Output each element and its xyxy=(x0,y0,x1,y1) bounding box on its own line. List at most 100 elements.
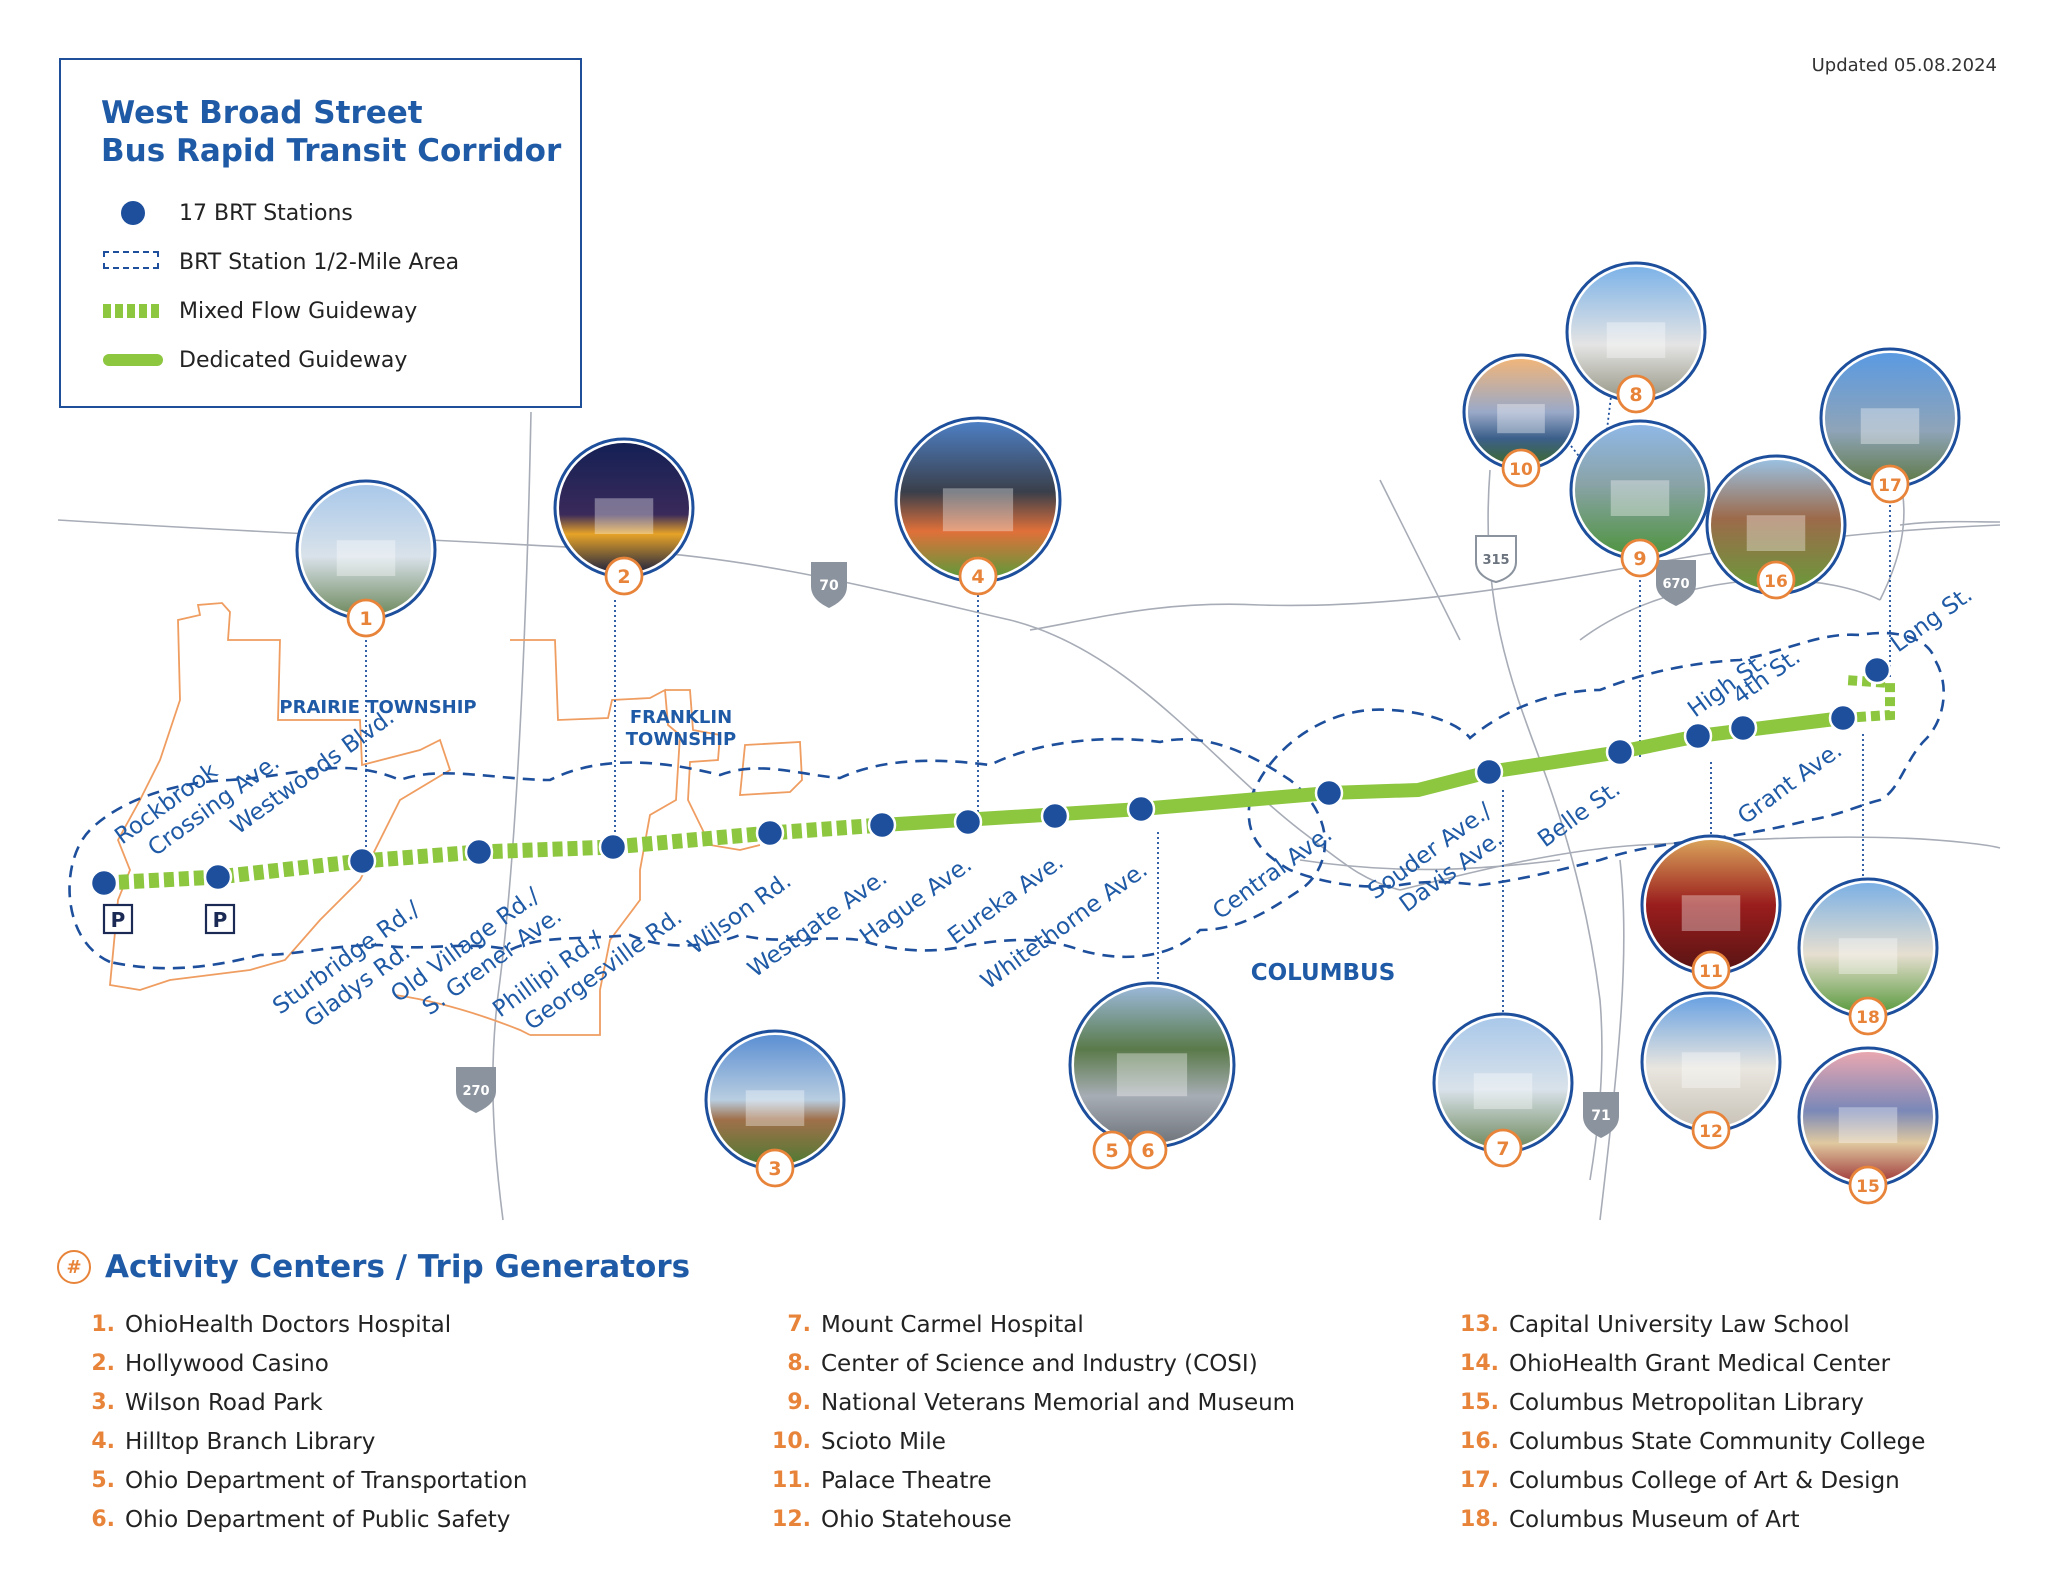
township-boundary xyxy=(109,602,452,991)
activity-number-badge xyxy=(1616,374,1656,414)
activity-center-item: 14.OhioHealth Grant Medical Center xyxy=(1443,1344,1925,1383)
brt-station-dot[interactable] xyxy=(867,810,897,840)
activity-center-badge: # xyxy=(57,1250,91,1284)
photo-fill xyxy=(900,422,1056,578)
library-photo-marker[interactable]: 4 xyxy=(894,416,1062,596)
brt-station-dot[interactable] xyxy=(755,818,785,848)
activity-center-number: 3. xyxy=(91,1390,115,1415)
photo-fill xyxy=(1803,1052,1933,1182)
library-photo-marker[interactable]: 15 xyxy=(1797,1046,1939,1205)
map-legend: West Broad Street Bus Rapid Transit Corr… xyxy=(59,58,582,408)
activity-number-badge xyxy=(346,598,386,638)
activity-number-label: 5 xyxy=(1105,1140,1118,1162)
activity-number-badge xyxy=(1848,996,1888,1036)
brt-station-dot[interactable] xyxy=(1040,801,1070,831)
hospital-photo-marker[interactable]: 7 xyxy=(1432,1012,1574,1168)
road xyxy=(1487,469,1603,1181)
museum-photo-marker[interactable]: 18 xyxy=(1797,877,1939,1036)
station-label-line: Central Ave. xyxy=(1208,821,1337,925)
photo-fill xyxy=(710,1035,840,1165)
brt-station-dot[interactable] xyxy=(347,846,377,876)
legend-item-mixed-flow: Mixed Flow Guideway xyxy=(101,296,417,326)
parking-label: P xyxy=(213,908,228,932)
activity-number-badge xyxy=(1620,538,1660,578)
brt-station-dot[interactable] xyxy=(598,832,628,862)
brt-station-dot[interactable] xyxy=(203,862,233,892)
activity-center-number: 16. xyxy=(1460,1429,1499,1454)
activity-center-item: 16.Columbus State Community College xyxy=(1443,1422,1925,1461)
activity-center-name: Ohio Department of Public Safety xyxy=(125,1506,511,1533)
memorial-photo-marker[interactable]: 9 xyxy=(1569,419,1711,578)
activity-center-item: 15.Columbus Metropolitan Library xyxy=(1443,1383,1925,1422)
statehouse-photo-marker[interactable]: 12 xyxy=(1640,991,1782,1150)
photo-building-shape xyxy=(1681,895,1741,931)
brt-station-dot[interactable] xyxy=(89,868,119,898)
road xyxy=(1899,520,2001,526)
road xyxy=(1599,859,1625,1221)
brt-station-dot[interactable] xyxy=(464,837,494,867)
dashed-area-icon xyxy=(101,247,163,277)
brt-station-dot[interactable] xyxy=(953,807,983,837)
activity-number-label: 4 xyxy=(971,566,984,588)
activity-center-number: 8. xyxy=(787,1351,811,1376)
park-photo-marker[interactable]: 3 xyxy=(704,1029,846,1188)
brt-station-dot[interactable] xyxy=(1605,737,1635,767)
activity-number-label: 1 xyxy=(359,608,372,630)
station-label: Central Ave. xyxy=(1208,821,1337,925)
brt-station-dot[interactable] xyxy=(1728,713,1758,743)
photo-fill xyxy=(1438,1018,1568,1148)
legend-item-stations: 17 BRT Stations xyxy=(101,198,353,228)
station-label: Long St. xyxy=(1886,582,1977,658)
activity-number-badge xyxy=(1128,1130,1168,1170)
photo-building-shape xyxy=(1838,938,1898,974)
activity-number-badge xyxy=(1501,448,1541,488)
activity-center-item: 12.Ohio Statehouse xyxy=(755,1500,1295,1539)
sculpture-photo-marker[interactable]: 17 xyxy=(1819,347,1961,504)
activity-centers-title: Activity Centers / Trip Generators xyxy=(105,1249,691,1285)
activity-center-item: 2.Hollywood Casino xyxy=(59,1344,528,1383)
station-label: Grant Ave. xyxy=(1733,737,1847,830)
activity-number-badge xyxy=(1870,464,1910,504)
activity-number-label: 2 xyxy=(617,566,630,588)
activity-number-label: 12 xyxy=(1699,1122,1723,1142)
brt-station-dot[interactable] xyxy=(1683,721,1713,751)
activity-center-name: Hollywood Casino xyxy=(125,1350,329,1377)
map-title-line2: Bus Rapid Transit Corridor xyxy=(101,133,562,169)
photo-fill xyxy=(1575,425,1705,555)
casino-photo-marker[interactable]: 2 xyxy=(553,437,695,596)
activity-center-name: Palace Theatre xyxy=(821,1467,992,1494)
brt-station-dot[interactable] xyxy=(1862,655,1892,685)
dedicated-line-icon xyxy=(101,345,163,375)
legend-label: 17 BRT Stations xyxy=(179,200,353,226)
photo-building-shape xyxy=(1681,1052,1741,1088)
cosi-photo-marker[interactable]: 8 xyxy=(1565,261,1707,414)
college-photo-marker[interactable]: 16 xyxy=(1705,454,1847,600)
activity-center-item: 8.Center of Science and Industry (COSI) xyxy=(755,1344,1295,1383)
brt-station-dot[interactable] xyxy=(1126,794,1156,824)
brt-station-dot[interactable] xyxy=(1828,703,1858,733)
photo-building-shape xyxy=(1838,1107,1898,1143)
activity-center-item: 10.Scioto Mile xyxy=(755,1422,1295,1461)
hospital-photo-marker[interactable]: 1 xyxy=(295,479,437,638)
brt-station-dot[interactable] xyxy=(1314,778,1344,808)
activity-number-badge xyxy=(1483,1128,1523,1168)
skyline-photo-marker[interactable]: 10 xyxy=(1462,353,1580,488)
theatre-photo-marker[interactable]: 11 xyxy=(1640,834,1782,990)
activity-center-item: 9.National Veterans Memorial and Museum xyxy=(755,1383,1295,1422)
parking-markers: P P xyxy=(102,903,236,935)
highway-number: 670 xyxy=(1662,577,1689,592)
interstate-270-shield: 270 xyxy=(456,1067,496,1113)
brt-station-dot[interactable] xyxy=(1474,757,1504,787)
activity-number-label: 15 xyxy=(1856,1177,1880,1197)
photo-building-shape xyxy=(1606,322,1666,358)
map-title-line1: West Broad Street xyxy=(101,95,423,131)
highway-number: 270 xyxy=(462,1084,489,1099)
township-boundary xyxy=(394,994,531,1036)
mixed-flow-guideway xyxy=(1842,675,1895,723)
station-label-line: Grant Ave. xyxy=(1733,737,1847,830)
parking-icon: P xyxy=(102,903,134,935)
photo-fill xyxy=(1825,353,1955,483)
columbus-label: COLUMBUS xyxy=(1251,960,1396,986)
activity-center-item: 11.Palace Theatre xyxy=(755,1461,1295,1500)
